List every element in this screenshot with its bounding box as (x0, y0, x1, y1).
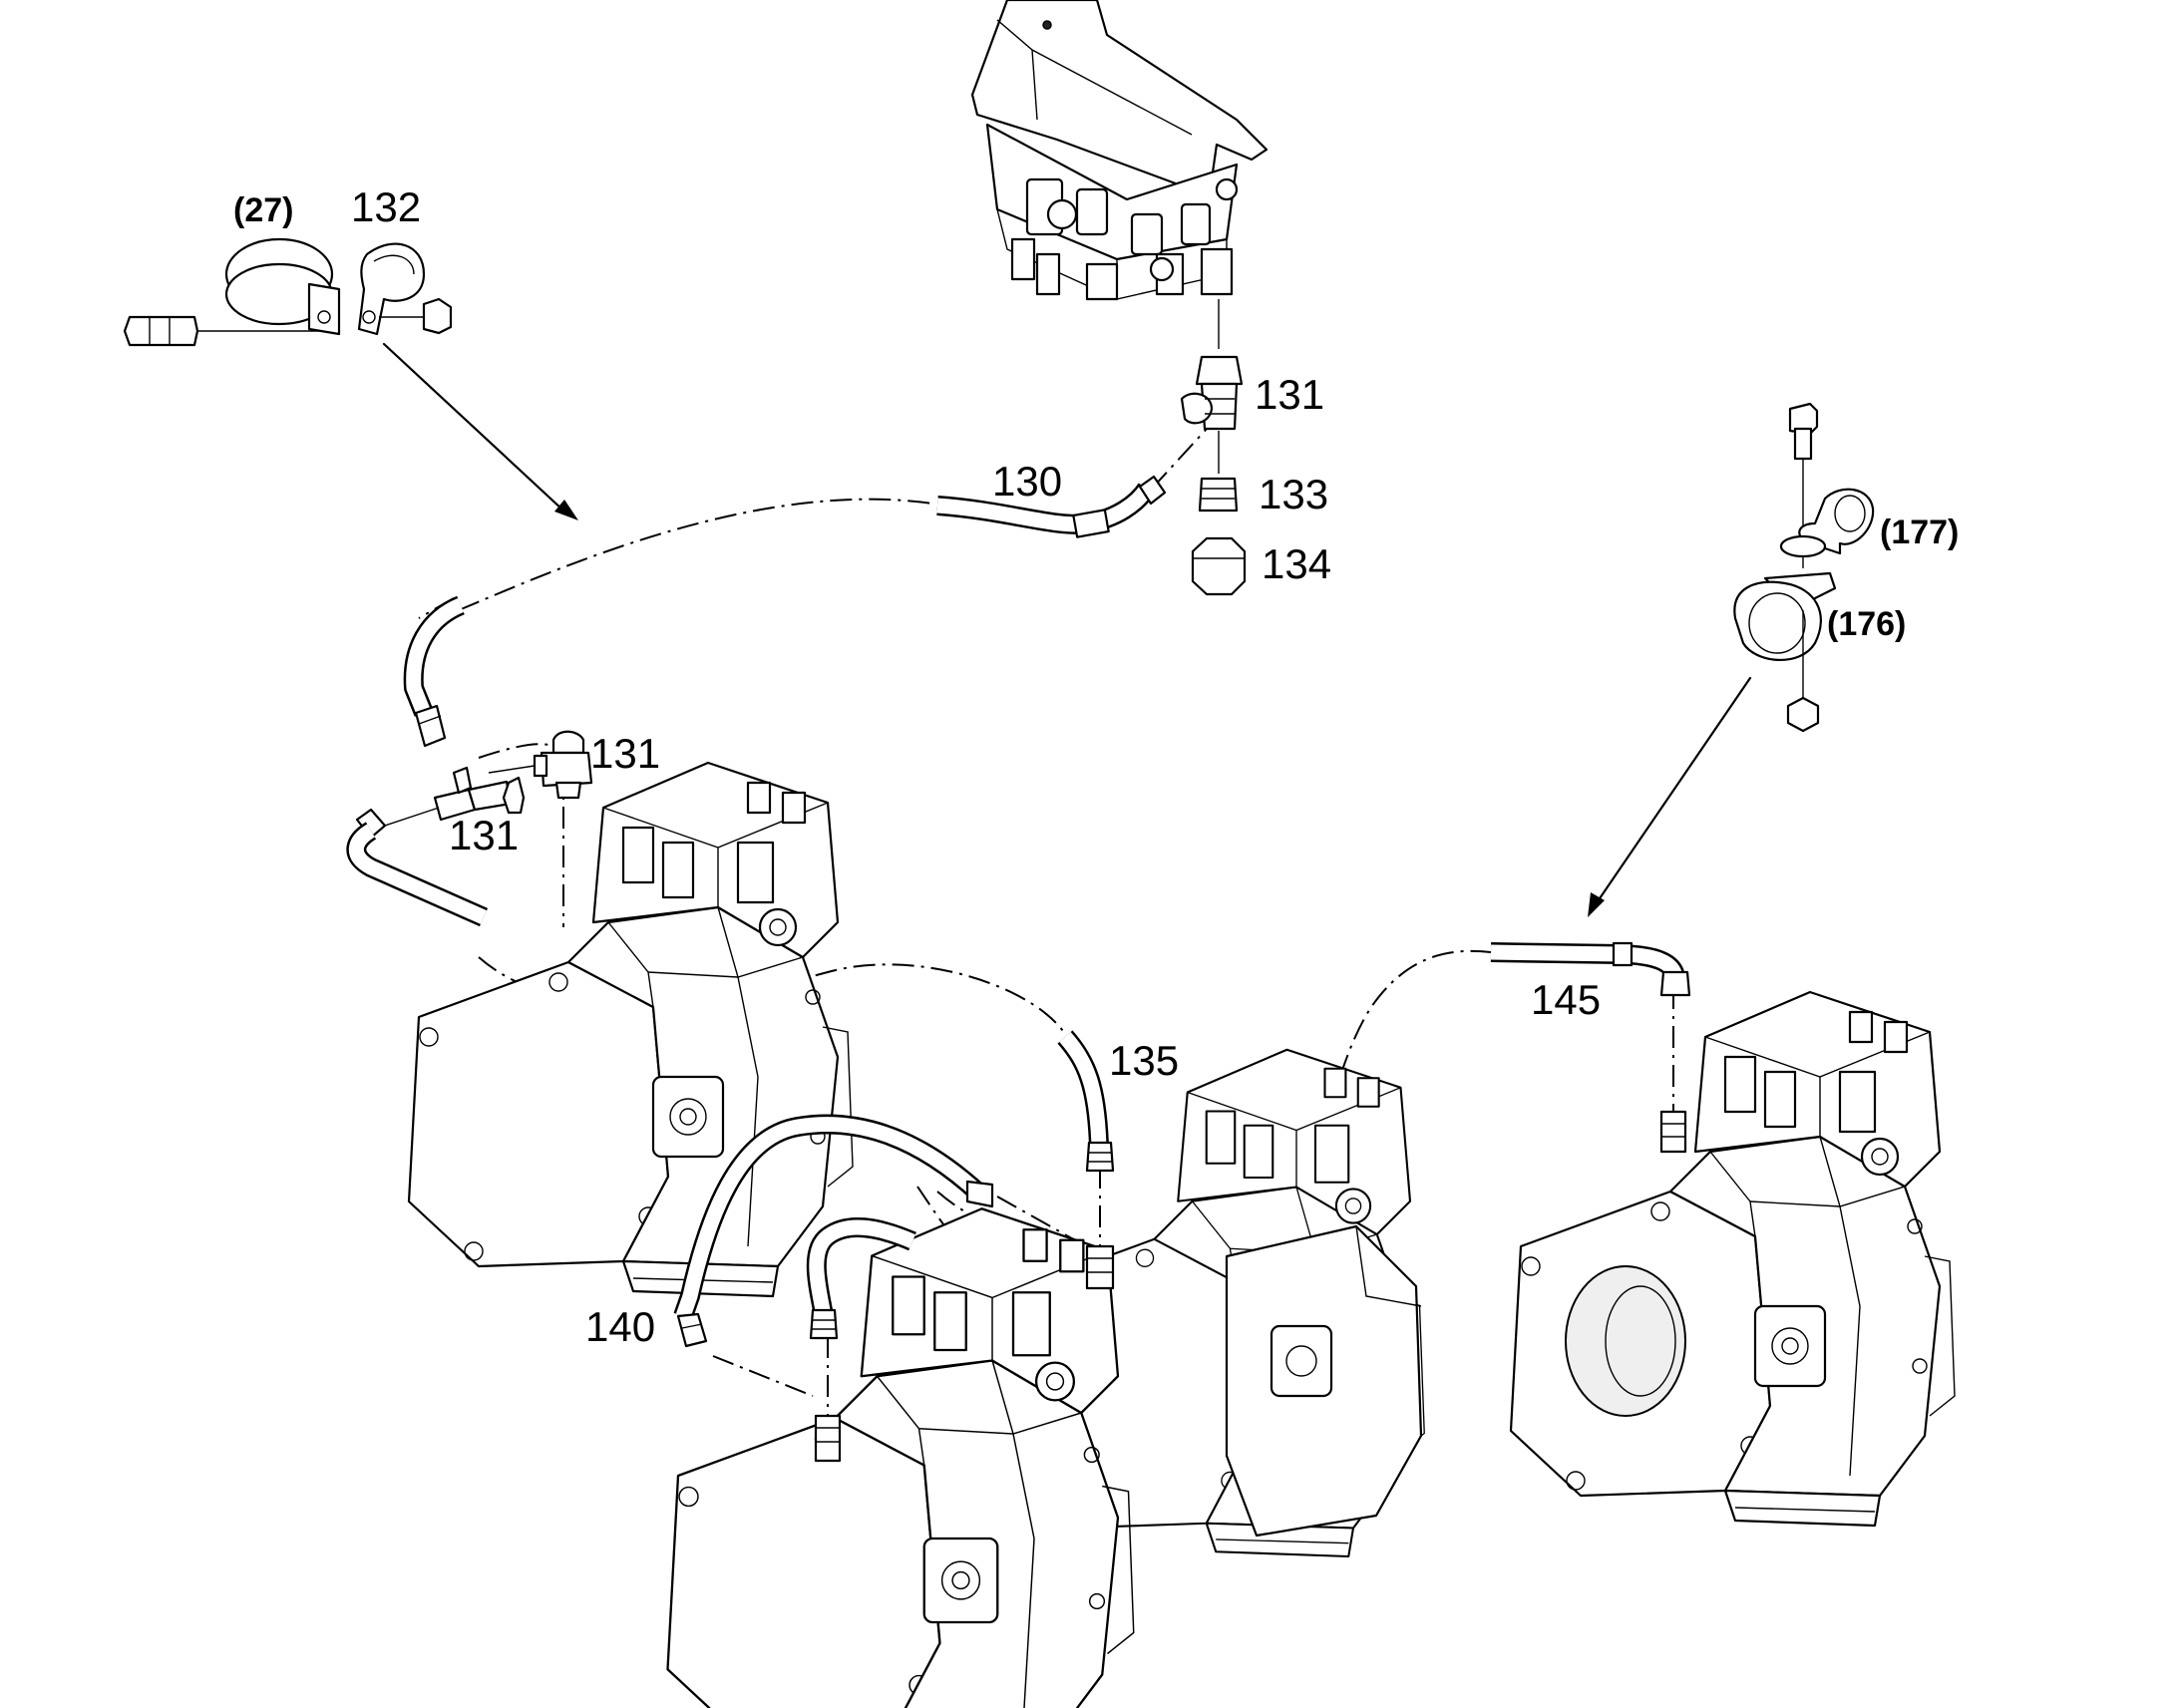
label-133: 133 (1259, 471, 1328, 517)
label-131-mid-b: 131 (449, 812, 519, 858)
port-fitting-140 (814, 1414, 842, 1463)
part-labels: (27) 132 131 130 133 134 (177) (176) 131… (233, 183, 1959, 1350)
label-131-mid-a: 131 (590, 730, 660, 777)
hose-140-inner (806, 1216, 916, 1340)
label-177: (177) (1880, 513, 1959, 551)
label-132: 132 (351, 183, 421, 230)
nut-134 (1191, 536, 1247, 596)
leader-arrow-clamp-right (1594, 676, 1752, 906)
leader-arrow-clamp (382, 342, 565, 512)
port-fitting-145 (1659, 1110, 1687, 1154)
port-fitting-135 (1085, 1244, 1115, 1290)
label-134: 134 (1262, 540, 1331, 587)
tee-fitting-131-a (533, 730, 593, 800)
hose-135 (1057, 1030, 1115, 1173)
label-130: 130 (992, 458, 1062, 505)
tee-fitting-131-b (433, 766, 526, 822)
label-131-top: 131 (1255, 371, 1324, 418)
hose-140 (673, 1114, 994, 1348)
adapter-fitting-131-top (1180, 355, 1244, 431)
gear-housing (1225, 1224, 1423, 1537)
label-176: (176) (1827, 605, 1906, 643)
fitting-133 (1198, 477, 1239, 512)
hose-lower-left (346, 808, 489, 927)
clamp-176-177 (1733, 402, 1875, 733)
label-140: 140 (585, 1303, 655, 1350)
clamp-27-132 (123, 237, 453, 347)
label-27: (27) (233, 191, 293, 229)
hose-130 (936, 475, 1167, 538)
hose-145 (1490, 941, 1691, 997)
label-145: 145 (1531, 976, 1601, 1023)
valve-block-assembly (970, 0, 1269, 349)
label-135: 135 (1109, 1037, 1179, 1084)
hose-upper-left (403, 595, 466, 748)
pump-assembly-right (1509, 990, 1957, 1528)
